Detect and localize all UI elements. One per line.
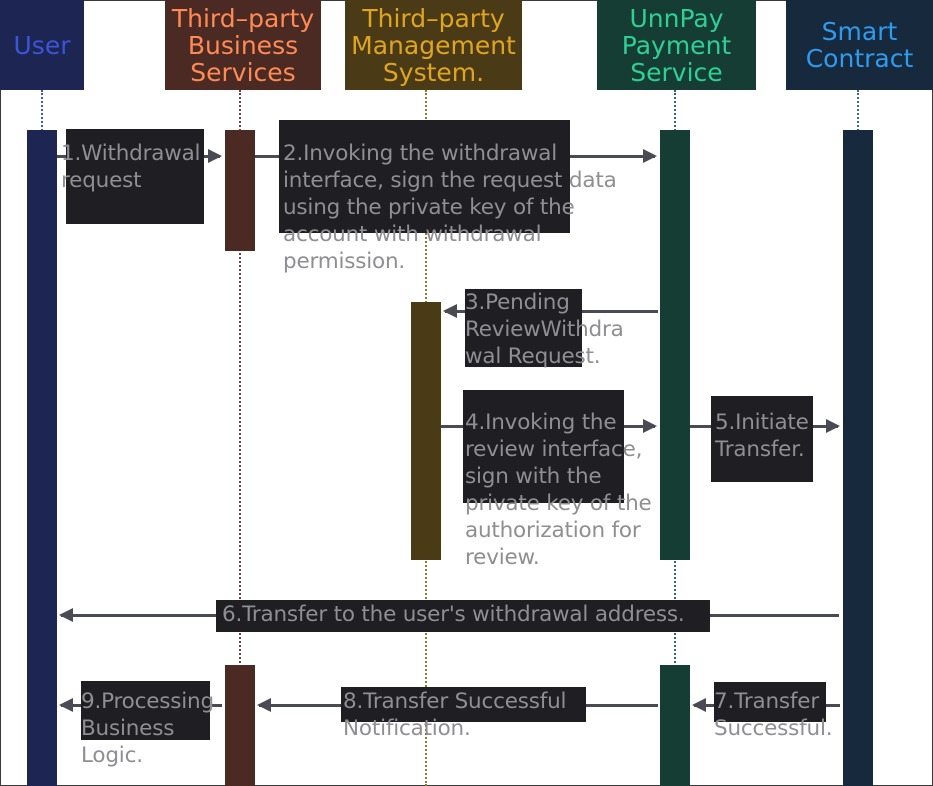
label-bg-3 xyxy=(465,289,582,367)
activation-tpms xyxy=(411,302,441,560)
message-1-withdrawal-request: 1.Withdrawal request xyxy=(61,141,201,193)
label-bg-6 xyxy=(216,600,710,632)
label-bg-9 xyxy=(81,681,210,740)
participant-unnpay-payment-service: UnnPay Payment Service xyxy=(597,0,756,90)
message-8-success-notification: 8.Transfer Successful Notification. xyxy=(343,689,567,741)
label-bg-8 xyxy=(341,687,586,722)
label-bg-5 xyxy=(711,396,813,482)
label-bg-4 xyxy=(463,390,624,503)
participant-third-party-business-services: Third–party Business Services xyxy=(165,0,321,90)
activation-tpbs-1 xyxy=(225,130,255,251)
activation-contract xyxy=(843,130,873,786)
activation-tpbs-2 xyxy=(225,665,255,786)
label-bg-7 xyxy=(714,682,826,722)
message-7-transfer-successful: 7.Transfer Successful. xyxy=(714,689,833,741)
message-4-invoke-review-interface: 4.Invoking the review interface, sign wi… xyxy=(465,410,652,570)
lifeline-tpbs xyxy=(239,90,241,786)
message-2-invoke-withdrawal-interface: 2.Invoking the withdrawal interface, sig… xyxy=(283,141,617,274)
label-bg-1 xyxy=(66,129,204,224)
activation-user xyxy=(27,130,57,786)
participant-third-party-management-system: Third–party Management System. xyxy=(345,0,522,90)
participant-user: User xyxy=(0,0,84,90)
activation-unnpay-2 xyxy=(660,665,690,786)
message-6-transfer-to-user: 6.Transfer to the user's withdrawal addr… xyxy=(222,602,685,627)
message-9-processing-business-logic: 9.Processing Business Logic. xyxy=(81,689,214,768)
label-bg-2 xyxy=(279,120,570,233)
message-3-pending-review: 3.Pending ReviewWithdra wal Request. xyxy=(465,290,624,369)
participant-smart-contract: Smart Contract xyxy=(786,0,933,90)
message-5-initiate-transfer: 5.Initiate Transfer. xyxy=(715,410,809,462)
activation-unnpay-1 xyxy=(660,130,690,560)
